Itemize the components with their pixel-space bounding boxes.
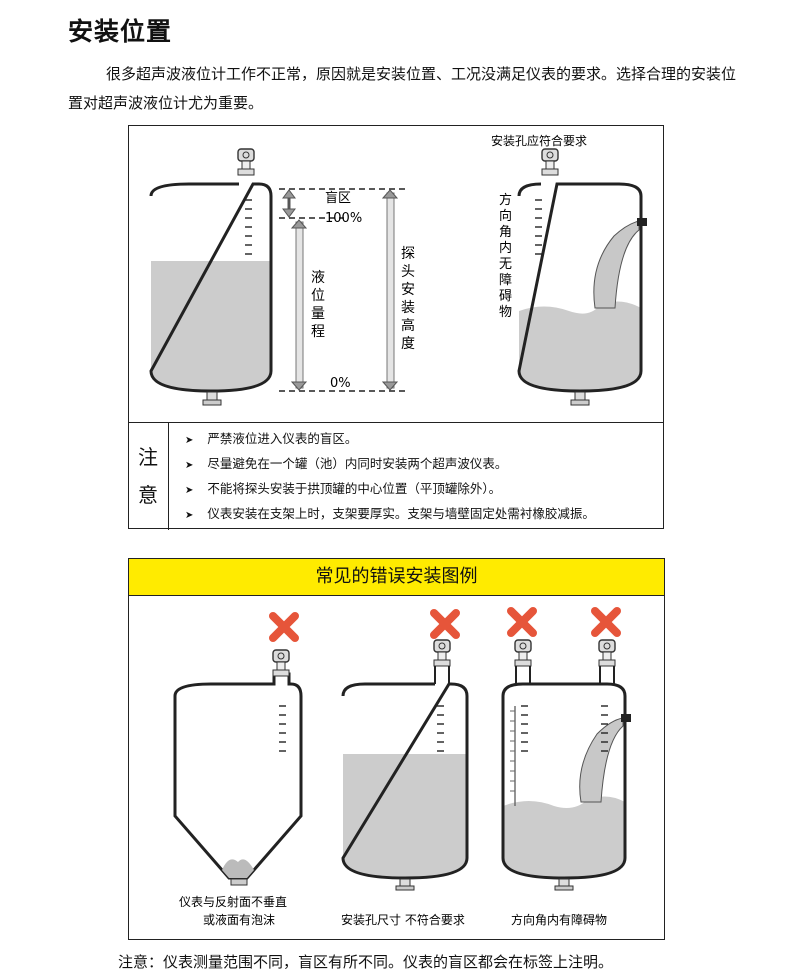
svg-text:位: 位: [311, 288, 325, 304]
svg-text:装: 装: [401, 300, 415, 316]
svg-text:碍: 碍: [499, 289, 512, 304]
notes-label: 注 意: [129, 423, 169, 530]
svg-text:液: 液: [311, 270, 325, 286]
svg-text:高: 高: [401, 317, 415, 334]
svg-text:向: 向: [499, 208, 512, 224]
correct-installation-diagram: 盲区 100% 0% 液 位 量 程 探 头 安 装 高 度 安装孔应符合要求 …: [149, 133, 647, 406]
list-item: 严禁液位进入仪表的盲区。: [185, 429, 595, 454]
liquid-fill: [151, 261, 271, 391]
zero-label: 0%: [330, 376, 351, 391]
caption-hole-size: 安装孔尺寸 不符合要求: [341, 912, 465, 927]
intro-paragraph: 很多超声波液位计工作不正常，原因就是安装位置、工况没满足仪表的要求。选择合理的安…: [68, 65, 737, 112]
wrong-installation-diagram: 仪表与反射面不垂直 或液面有泡沫 安装孔尺寸 不符合要求: [173, 596, 631, 927]
list-item: 仪表安装在支架上时，支架要厚实。支架与墙壁固定处需衬橡胶减振。: [185, 504, 595, 529]
svg-text:物: 物: [499, 305, 512, 320]
svg-text:方: 方: [499, 192, 512, 208]
wrong-installation-header: 常见的错误安装图例: [129, 559, 664, 596]
svg-text:程: 程: [311, 324, 325, 340]
cross-icon: [511, 611, 533, 633]
hole-requirement-label: 安装孔应符合要求: [491, 133, 587, 148]
svg-text:内: 内: [499, 240, 512, 256]
list-item: 尽量避免在一个罐（池）内同时安装两个超声波仪表。: [185, 454, 595, 479]
svg-text:探: 探: [401, 246, 415, 262]
notes-list: 严禁液位进入仪表的盲区。 尽量避免在一个罐（池）内同时安装两个超声波仪表。 不能…: [185, 429, 595, 529]
svg-text:障: 障: [499, 273, 512, 288]
caption-obstacle: 方向角内有障碍物: [511, 912, 607, 927]
cross-icon: [434, 613, 456, 635]
svg-text:量: 量: [311, 306, 325, 322]
svg-text:度: 度: [401, 336, 415, 352]
blind-zone-label: 盲区: [325, 190, 351, 206]
notes-section: 注 意 严禁液位进入仪表的盲区。 尽量避免在一个罐（池）内同时安装两个超声波仪表…: [129, 422, 663, 530]
svg-text:无: 无: [499, 257, 512, 272]
caption-cone-tank-2: 或液面有泡沫: [203, 912, 275, 927]
caption-cone-tank-1: 仪表与反射面不垂直: [179, 894, 287, 909]
cross-icon: [273, 616, 295, 638]
svg-text:角: 角: [499, 225, 512, 240]
range-label: 液 位 量 程: [311, 270, 325, 340]
svg-text:安: 安: [401, 282, 415, 298]
page-title: 安装位置: [68, 17, 173, 46]
installation-diagram-panel: 盲区 100% 0% 液 位 量 程 探 头 安 装 高 度 安装孔应符合要求 …: [128, 125, 664, 530]
list-item: 不能将探头安装于拱顶罐的中心位置（平顶罐除外）。: [185, 479, 595, 504]
footer-note: 注意：仪表测量范围不同，盲区有所不同。仪表的盲区都会在标签上注明。: [118, 953, 614, 971]
wrong-installation-panel: 常见的错误安装图例: [128, 558, 665, 940]
cross-icon: [595, 611, 617, 633]
full-scale-label: 100%: [325, 211, 362, 226]
direction-label: 方 向 角 内 无 障 碍 物: [499, 192, 512, 320]
probe-height-label: 探 头 安 装 高 度: [401, 246, 415, 352]
svg-text:头: 头: [401, 264, 415, 280]
